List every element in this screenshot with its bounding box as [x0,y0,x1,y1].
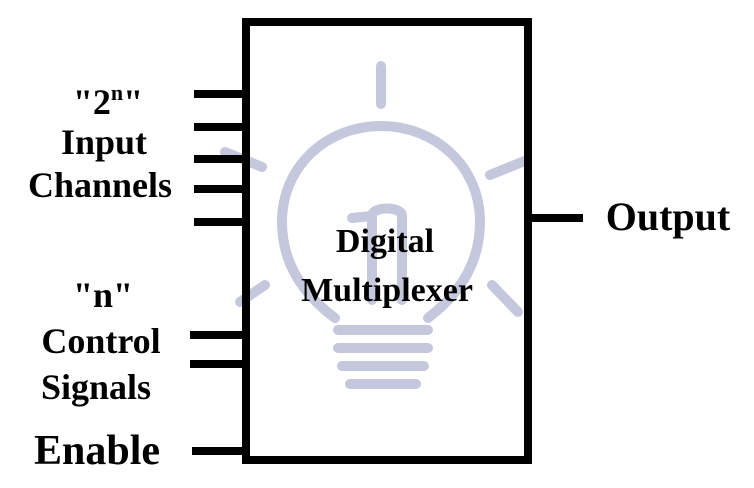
input-count-label: "2n" [73,80,143,122]
control-count-label: "n" [73,275,133,315]
control-label-line3: Signals [41,367,151,407]
input-channel-lines [194,90,246,226]
enable-label: Enable [34,428,160,474]
multiplexer-block [242,18,532,464]
lightbulb-icon [220,61,532,389]
block-title-line2: Multiplexer [301,272,473,309]
block-title-line1: Digital [336,223,434,260]
input-label-line2: Input [61,122,147,162]
control-label-line2: Control [41,321,160,361]
output-label: Output [606,194,731,239]
control-signal-lines [190,331,246,368]
input-label-line3: Channels [28,165,172,205]
